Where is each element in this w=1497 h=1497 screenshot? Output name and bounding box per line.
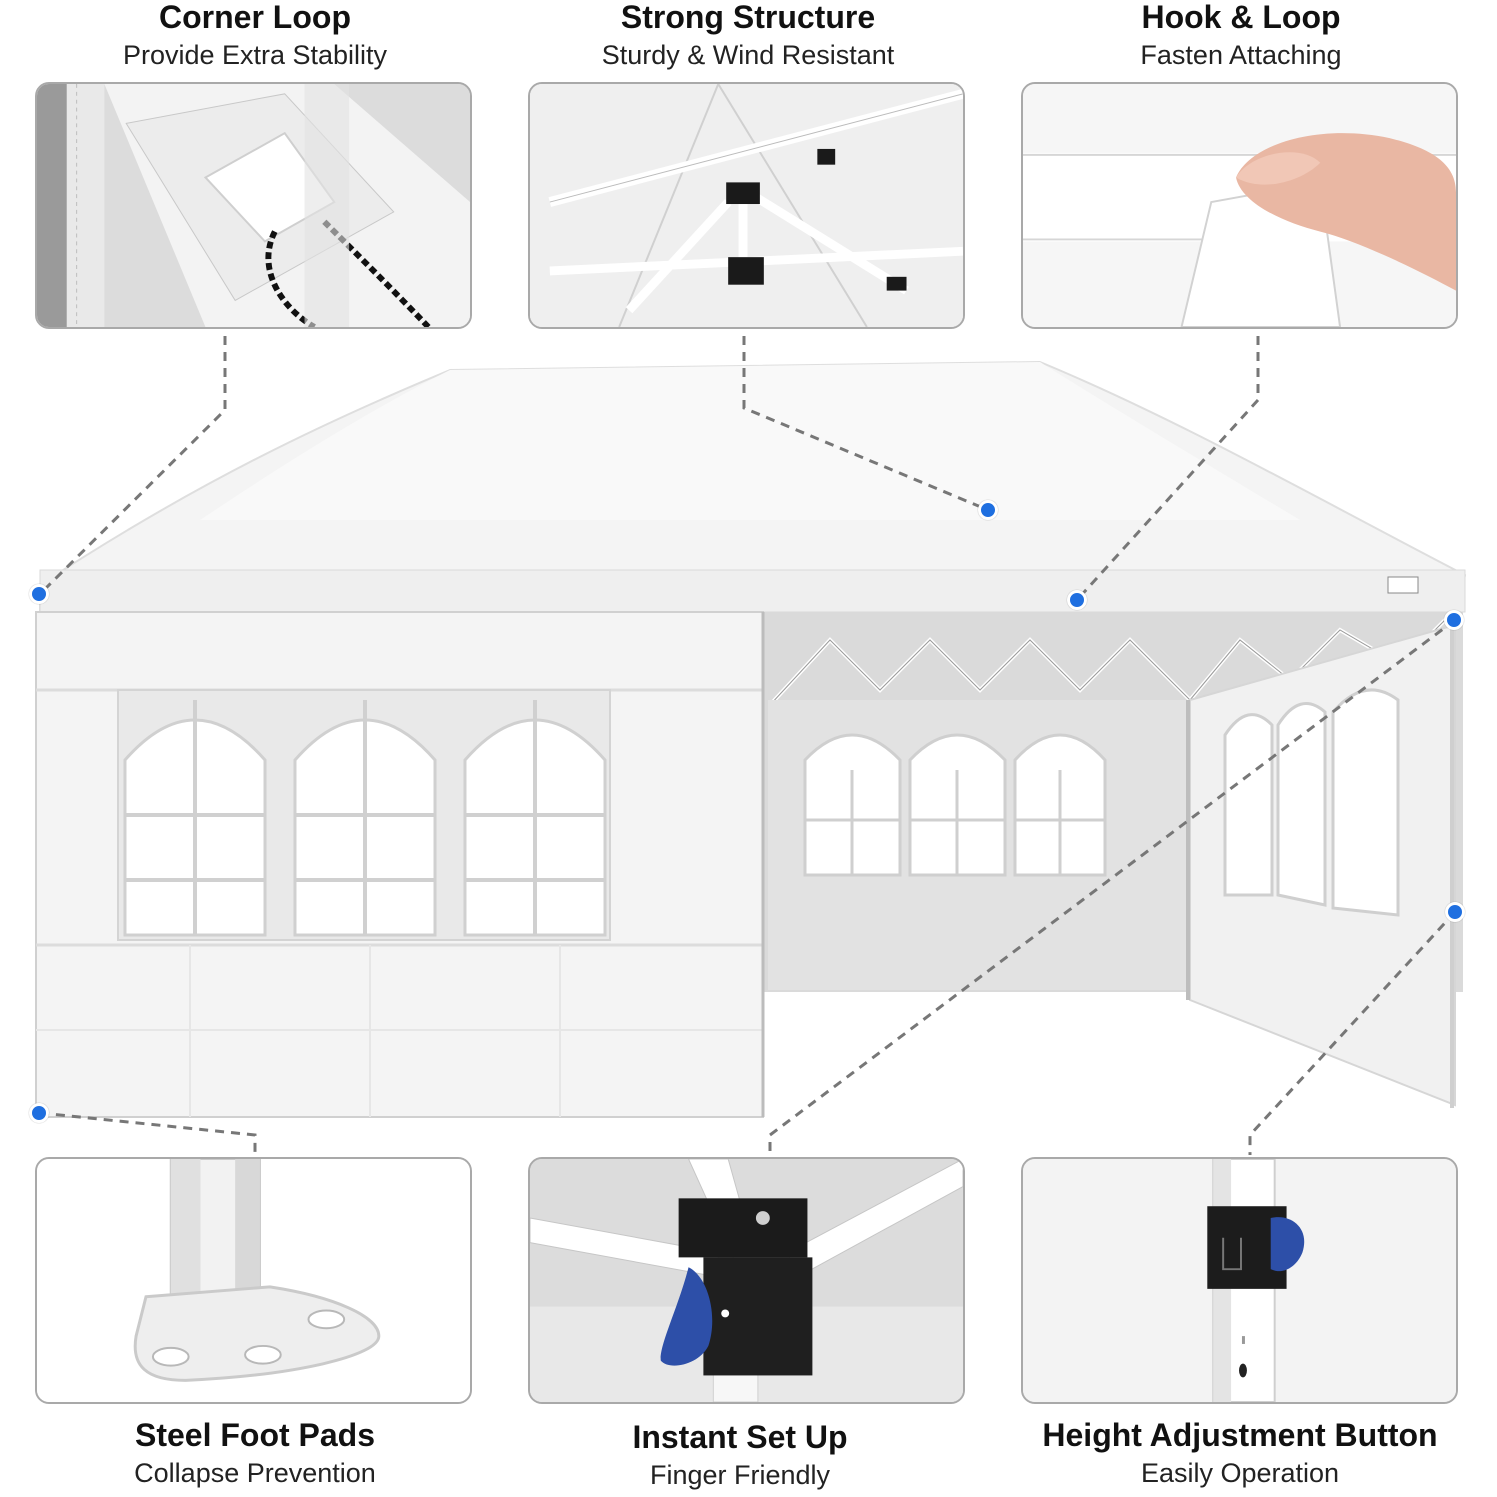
- caption-instant-set-up: Instant Set Up Finger Friendly: [520, 1420, 960, 1490]
- instant-set-up-subtitle: Finger Friendly: [649, 1460, 831, 1490]
- caption-corner-loop: Corner Loop Provide Extra Stability: [35, 0, 475, 70]
- hook-loop-subtitle: Fasten Attaching: [1140, 40, 1342, 70]
- height-button-photo: [1023, 1159, 1456, 1402]
- strong-structure-panel: [528, 82, 965, 329]
- foot-pad-photo: [37, 1159, 470, 1402]
- instant-set-up-panel: [528, 1157, 965, 1404]
- caption-strong-structure: Strong Structure Sturdy & Wind Resistant: [528, 0, 968, 70]
- corner-top-right-marker: [1444, 610, 1464, 630]
- strong-structure-title: Strong Structure: [620, 0, 876, 35]
- hook-loop-title: Hook & Loop: [1141, 0, 1341, 35]
- steel-foot-pads-panel: [35, 1157, 472, 1404]
- velcro-strip-photo: [1023, 84, 1456, 327]
- hook-loop-marker: [1067, 590, 1087, 610]
- height-adjustment-subtitle: Easily Operation: [1140, 1458, 1340, 1488]
- corner-loop-marker: [29, 584, 49, 604]
- frame-joint-photo: [530, 84, 963, 327]
- caption-height-adjustment: Height Adjustment Button Easily Operatio…: [1010, 1418, 1470, 1488]
- corner-loop-title: Corner Loop: [159, 0, 351, 35]
- corner-loop-panel: [35, 82, 472, 329]
- height-adjustment-panel: [1021, 1157, 1458, 1404]
- corner-loop-subtitle: Provide Extra Stability: [122, 40, 388, 70]
- roof-structure-marker: [978, 500, 998, 520]
- hook-loop-panel: [1021, 82, 1458, 329]
- foot-pad-marker: [29, 1103, 49, 1123]
- steel-foot-pads-title: Steel Foot Pads: [134, 1417, 376, 1453]
- instant-set-up-title: Instant Set Up: [632, 1419, 848, 1455]
- height-adjustment-title: Height Adjustment Button: [1042, 1417, 1438, 1453]
- caption-hook-loop: Hook & Loop Fasten Attaching: [1021, 0, 1461, 70]
- slider-joint-photo: [530, 1159, 963, 1402]
- strong-structure-subtitle: Sturdy & Wind Resistant: [601, 40, 895, 70]
- steel-foot-pads-subtitle: Collapse Prevention: [134, 1458, 376, 1488]
- side-leg-marker: [1445, 902, 1465, 922]
- caption-steel-foot-pads: Steel Foot Pads Collapse Prevention: [35, 1418, 475, 1488]
- corner-loop-photo: [37, 84, 470, 327]
